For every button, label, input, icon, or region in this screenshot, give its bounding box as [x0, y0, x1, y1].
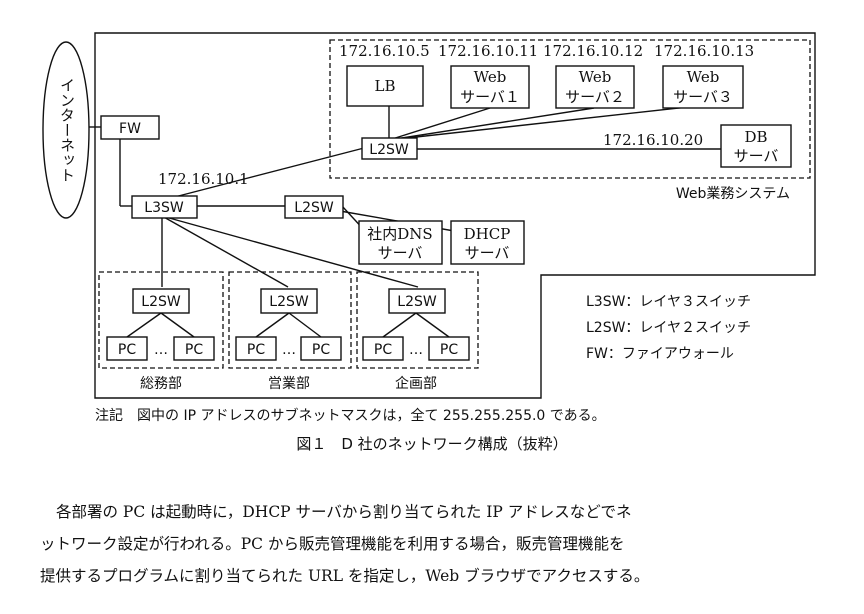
company-network-boundary — [94, 32, 816, 399]
dns-server-label-1: 社内DNS — [367, 225, 432, 243]
figure-note: 注記 図中の IP アドレスのサブネットマスクは，全て 255.255.255.… — [95, 407, 606, 424]
dns-server — [358, 220, 443, 265]
dept-eigyou-label: 営業部 — [268, 376, 310, 392]
dept-eigyou-pc-2-label: PC — [312, 342, 330, 358]
web-server-1 — [450, 65, 530, 109]
dept-kikaku-l2sw — [388, 288, 446, 314]
ip-web3: 172.16.10.13 — [654, 42, 754, 60]
web-server-2-label-2: サーバ２ — [565, 88, 625, 106]
dept-kikaku-pc-1 — [362, 336, 404, 361]
body-line-1: 各部署の PC は起動時に，DHCP サーバから割り当てられた IP アドレスな… — [56, 503, 632, 521]
web-server-3-label-2: サーバ３ — [673, 88, 733, 106]
figure-caption: 図１ D 社のネットワーク構成（抜粋） — [296, 435, 567, 453]
ip-l3sw: 172.16.10.1 — [158, 170, 249, 188]
dept-eigyou-l2sw — [260, 288, 318, 314]
l2sw-web — [361, 137, 418, 160]
dept-soumu-l2sw-label: L2SW — [141, 294, 181, 310]
internet-cloud — [42, 41, 90, 219]
dept-kikaku-pc-2-label: PC — [440, 342, 458, 358]
db-server — [720, 124, 792, 168]
dept-group-eigyou — [228, 271, 352, 369]
dept-soumu-pc-2-label: PC — [185, 342, 203, 358]
db-server-label-1: DB — [744, 128, 767, 146]
dept-eigyou-pc-1 — [235, 336, 277, 361]
web-system-label: Web業務システム — [676, 186, 790, 202]
dept-soumu-label: 総務部 — [140, 376, 182, 392]
dept-soumu-dots: … — [154, 342, 168, 358]
dhcp-server — [450, 220, 525, 265]
ip-db: 172.16.10.20 — [603, 131, 703, 149]
internet-label: インターネット — [58, 78, 76, 183]
dept-eigyou-pc-2 — [300, 336, 342, 361]
l2sw-servers-label: L2SW — [294, 200, 334, 216]
web-server-3 — [662, 65, 744, 109]
dept-kikaku-l2sw-label: L2SW — [397, 294, 437, 310]
lb-node — [346, 65, 424, 107]
fw-node — [100, 115, 160, 140]
legend-fw: FW：ファイアウォール — [586, 346, 734, 362]
legend: L3SW：レイヤ３スイッチ L2SW：レイヤ２スイッチ FW：ファイアウォール — [586, 294, 751, 362]
dhcp-server-label-2: サーバ — [465, 244, 510, 262]
ip-web2: 172.16.10.12 — [543, 42, 643, 60]
dept-soumu-pc-2 — [173, 336, 215, 361]
dept-soumu-pc-1 — [106, 336, 148, 361]
l2sw-web-label: L2SW — [369, 142, 409, 158]
dept-eigyou-l2sw-label: L2SW — [269, 294, 309, 310]
l2sw-servers — [284, 195, 344, 219]
ip-lb: 172.16.10.5 — [339, 42, 430, 60]
dept-eigyou-dots: … — [282, 342, 296, 358]
web-server-3-label-1: Web — [687, 68, 720, 86]
fw-label: FW — [119, 121, 141, 137]
web-server-2 — [555, 65, 635, 109]
dhcp-server-label-1: DHCP — [464, 225, 511, 243]
body-paragraph: 各部署の PC は起動時に，DHCP サーバから割り当てられた IP アドレスな… — [40, 496, 840, 592]
dept-soumu-l2sw — [132, 288, 190, 314]
l3sw-label: L3SW — [144, 200, 184, 216]
dept-group-kikaku — [356, 271, 479, 369]
dept-kikaku-pc-1-label: PC — [374, 342, 392, 358]
dept-kikaku-pc-2 — [428, 336, 470, 361]
body-line-2: ットワーク設定が行われる。PC から販売管理機能を利用する場合，販売管理機能を — [40, 535, 625, 553]
dept-eigyou-pc-1-label: PC — [247, 342, 265, 358]
body-line-3: 提供するプログラムに割り当てられた URL を指定し，Web ブラウザでアクセス… — [40, 567, 650, 585]
dept-group-soumu — [98, 271, 224, 369]
legend-l3sw: L3SW：レイヤ３スイッチ — [586, 294, 751, 310]
dept-kikaku-dots: … — [409, 342, 423, 358]
dept-kikaku-label: 企画部 — [395, 375, 437, 392]
web-server-1-label-1: Web — [474, 68, 507, 86]
lb-label: LB — [375, 77, 396, 95]
db-server-label-2: サーバ — [734, 147, 779, 165]
dept-soumu-pc-1-label: PC — [118, 342, 136, 358]
l3sw-node — [131, 195, 198, 219]
web-server-2-label-1: Web — [579, 68, 612, 86]
ip-web1: 172.16.10.11 — [438, 42, 538, 60]
dns-server-label-2: サーバ — [378, 244, 423, 262]
web-server-1-label-2: サーバ１ — [460, 88, 520, 106]
web-system-boundary — [329, 39, 811, 179]
legend-l2sw: L2SW：レイヤ２スイッチ — [586, 320, 751, 336]
